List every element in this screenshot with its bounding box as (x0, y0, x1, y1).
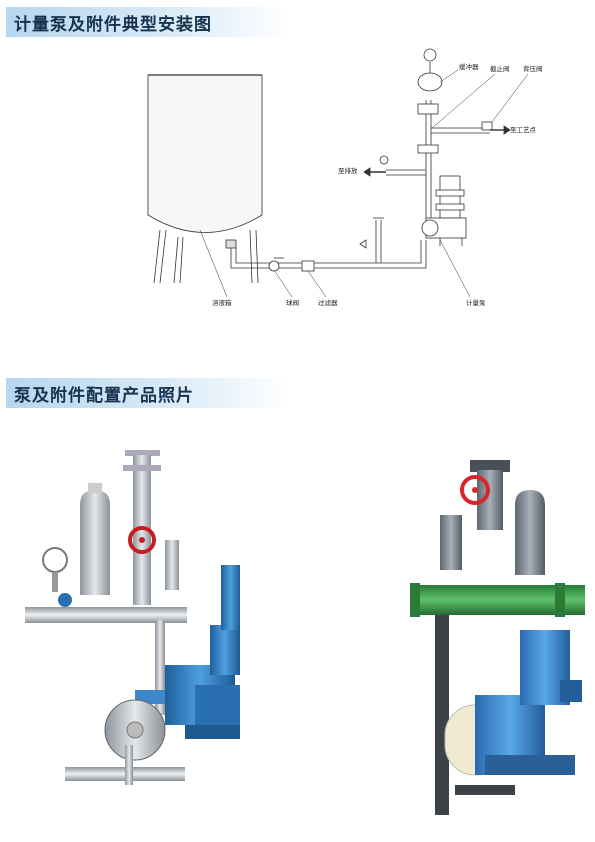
installation-diagram (147, 48, 529, 298)
section-banner-photos: 泵及附件配置产品照片 (6, 378, 291, 408)
label-to-process: 至工艺点 (510, 126, 536, 134)
label-pump: 计量泵 (466, 299, 486, 307)
suction-pipe (230, 217, 427, 272)
metering-pump (421, 175, 467, 246)
label-ball-valve: 球阀 (286, 299, 299, 307)
pump-photo-left (25, 450, 240, 785)
section-title-photos: 泵及附件配置产品照片 (14, 385, 194, 406)
leader-lines (199, 69, 529, 298)
label-tank: 溶液箱 (212, 299, 232, 307)
solution-tank (147, 74, 263, 284)
section-banner-installation: 计量泵及附件典型安装图 (6, 7, 291, 37)
label-to-drain: 至排放 (338, 167, 358, 175)
section-title-installation: 计量泵及附件典型安装图 (14, 14, 212, 35)
label-stop-valve: 截止阀 (490, 65, 510, 73)
label-filter: 过滤器 (318, 299, 338, 307)
pump-photo-right (410, 460, 585, 815)
discharge-pipe (363, 48, 511, 218)
label-buffer: 缓冲器 (459, 63, 479, 71)
label-back-pressure-valve: 背压阀 (523, 65, 543, 73)
